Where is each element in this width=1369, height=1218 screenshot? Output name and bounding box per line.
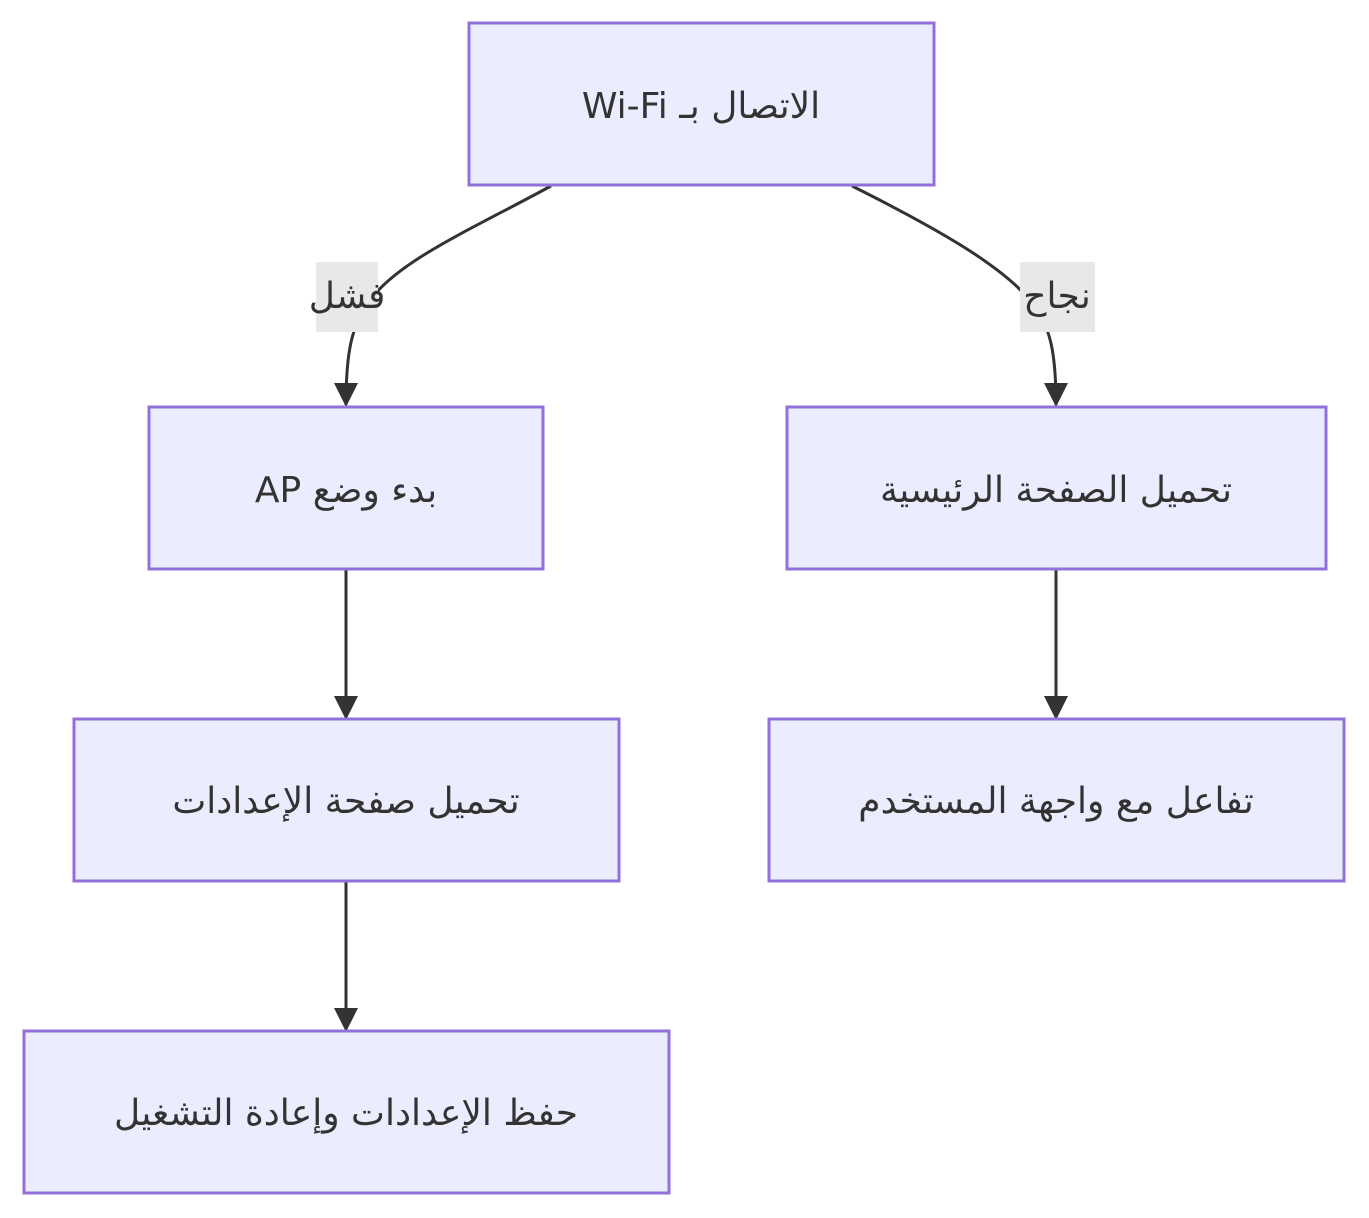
node-save-restart-label: حفظ الإعدادات وإعادة التشغيل	[114, 1093, 578, 1134]
node-ap-mode: بدء وضع AP	[147, 405, 545, 571]
edges	[334, 184, 1068, 1032]
node-load-home-label: تحميل الصفحة الرئيسية	[880, 470, 1232, 511]
edge-label-fail: فشل	[309, 262, 386, 332]
node-connect-wifi-label: الاتصال بـ Wi-Fi	[582, 86, 820, 127]
node-load-settings: تحميل صفحة الإعدادات	[72, 717, 621, 883]
edge-label-success-text: نجاح	[1023, 276, 1090, 317]
node-interact-ui-label: تفاعل مع واجهة المستخدم	[858, 781, 1253, 822]
edge-label-success: نجاح	[1020, 262, 1095, 332]
node-save-restart: حفظ الإعدادات وإعادة التشغيل	[22, 1029, 671, 1195]
node-interact-ui: تفاعل مع واجهة المستخدم	[767, 717, 1346, 883]
node-connect-wifi: الاتصال بـ Wi-Fi	[467, 21, 936, 187]
node-load-settings-label: تحميل صفحة الإعدادات	[172, 781, 519, 822]
edge-label-fail-text: فشل	[309, 276, 386, 317]
node-load-home: تحميل الصفحة الرئيسية	[785, 405, 1328, 571]
node-ap-mode-label: بدء وضع AP	[255, 470, 437, 511]
